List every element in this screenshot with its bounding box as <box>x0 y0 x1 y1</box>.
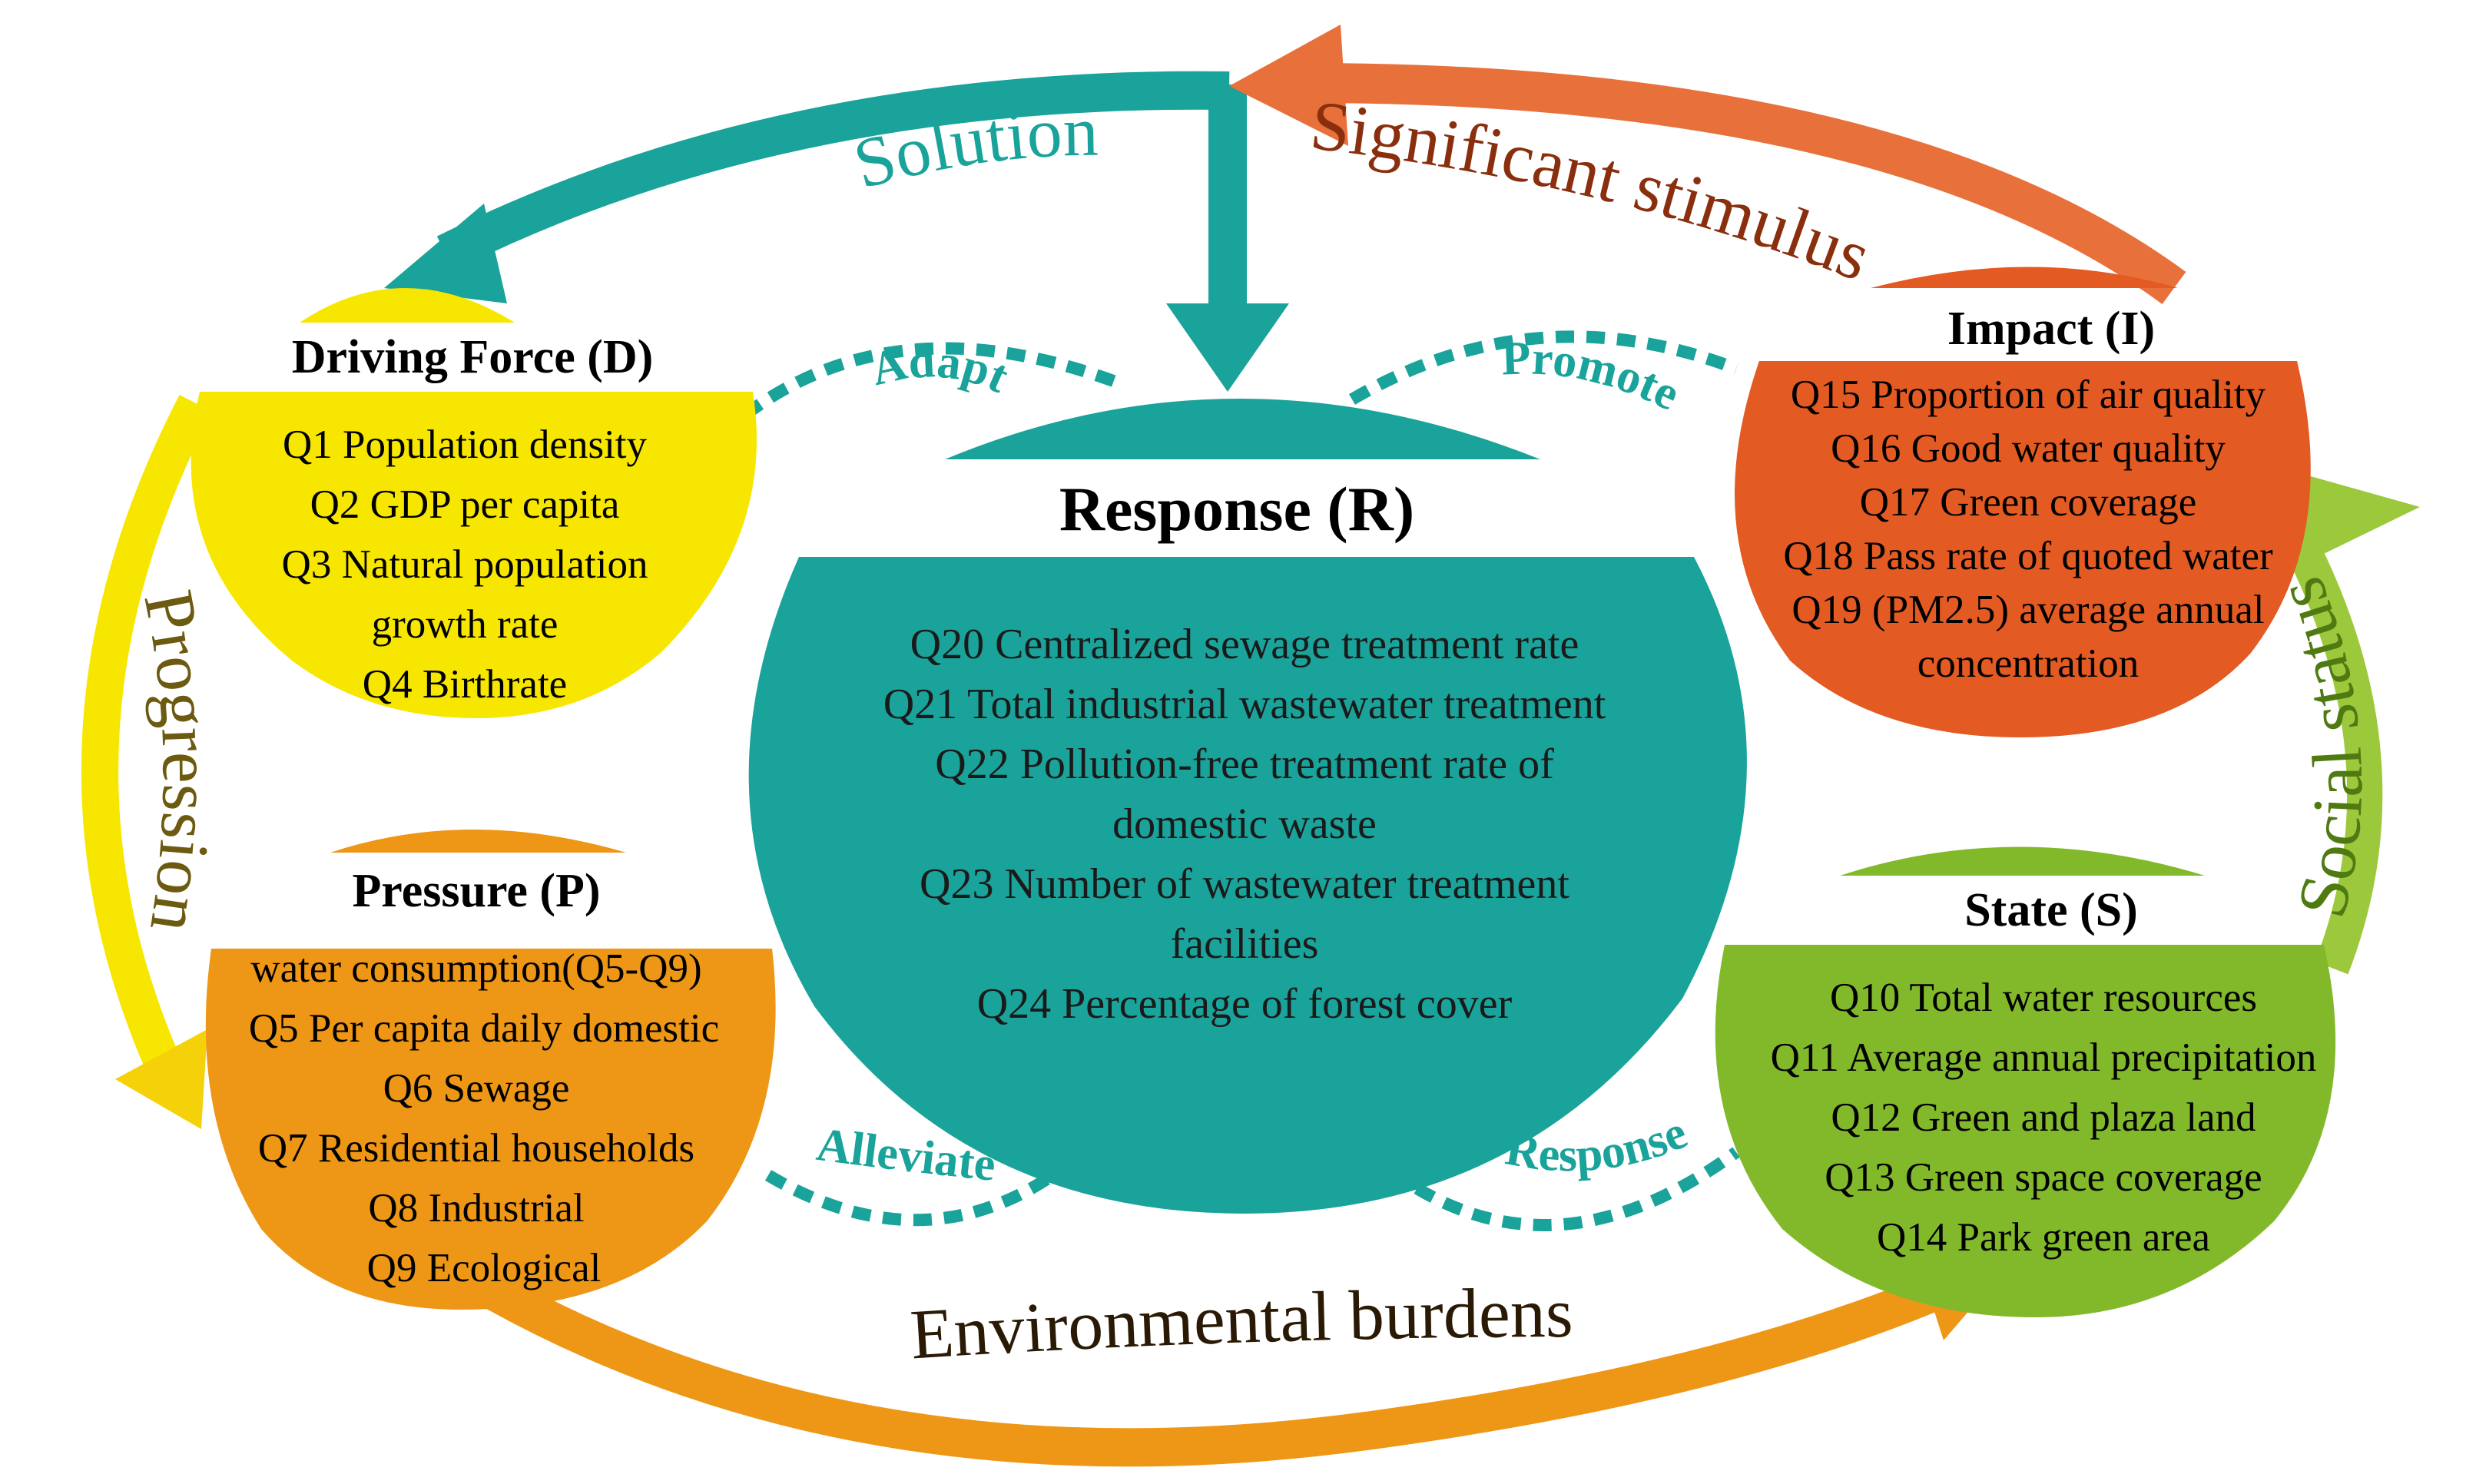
response-connector <box>1363 1147 1740 1231</box>
state-title: State (S) <box>1964 884 2138 936</box>
pressure-node: Pressure (P) water consumption(Q5-Q9) Q5… <box>205 830 776 1310</box>
driving-force-node: Driving Force (D) Q1 Population density … <box>191 288 757 718</box>
response-node: Response (R) Q20 Centralized sewage trea… <box>748 399 1747 1214</box>
significant-stimulus-arrow <box>1229 25 2186 304</box>
pressure-item: Q8 Industrial <box>368 1186 584 1231</box>
impact-item: Q16 Good water quality <box>1831 426 2226 471</box>
driving-force-item: growth rate <box>372 602 558 647</box>
response-item: facilities <box>1171 920 1319 968</box>
progression-arrow <box>81 394 213 1129</box>
pressure-item: Q5 Per capita daily domestic <box>249 1006 719 1051</box>
response-title: Response (R) <box>1059 474 1414 544</box>
state-item: Q13 Green space coverage <box>1825 1155 2262 1200</box>
driving-force-item: Q1 Population density <box>283 422 648 467</box>
impact-body <box>1735 361 2311 737</box>
state-body <box>1715 945 2336 1317</box>
impact-node: Impact (I) Q15 Proportion of air quality… <box>1735 267 2311 737</box>
impact-item: Q19 (PM2.5) average annual <box>1791 588 2264 632</box>
response-body <box>748 557 1747 1214</box>
social-status-label: Social status <box>2260 568 2377 925</box>
pressure-cap <box>330 830 626 853</box>
driving-force-item: Q2 GDP per capita <box>310 482 620 527</box>
adapt-connector <box>741 342 1124 420</box>
alleviate-connector <box>764 1147 1088 1227</box>
state-item: Q12 Green and plaza land <box>1831 1095 2256 1140</box>
impact-title: Impact (I) <box>1947 303 2155 355</box>
state-item: Q10 Total water resources <box>1830 976 2257 1020</box>
driving-force-title: Driving Force (D) <box>292 331 654 383</box>
impact-item: Q18 Pass rate of quoted water <box>1783 534 2273 578</box>
impact-cap <box>1871 267 2178 288</box>
impact-item: Q17 Green coverage <box>1860 480 2197 525</box>
response-item: Q20 Centralized sewage treatment rate <box>910 621 1579 668</box>
response-item: Q24 Percentage of forest cover <box>977 980 1513 1028</box>
response-item: Q23 Number of wastewater treatment <box>920 860 1569 908</box>
pressure-item: Q9 Ecological <box>367 1246 602 1290</box>
response-item: Q22 Pollution-free treatment rate of <box>935 740 1554 788</box>
progression-label: Progression <box>129 585 227 938</box>
response-item: domestic waste <box>1112 800 1377 848</box>
solution-arrow <box>384 71 1230 303</box>
state-item: Q14 Park green area <box>1877 1215 2210 1260</box>
driving-force-item: Q4 Birthrate <box>363 662 567 707</box>
state-node: State (S) Q10 Total water resources Q11 … <box>1715 846 2336 1317</box>
impact-item: Q15 Proportion of air quality <box>1791 373 2266 417</box>
pressure-title: Pressure (P) <box>352 865 600 917</box>
state-item: Q11 Average annual precipitation <box>1771 1035 2317 1080</box>
environmental-burdens-label: Environmental burdens <box>908 1274 1573 1373</box>
pressure-body <box>205 949 776 1310</box>
promote-connector <box>1348 330 1738 405</box>
driving-force-cap <box>300 288 515 323</box>
impact-item: concentration <box>1917 641 2139 686</box>
driving-force-body <box>191 392 757 718</box>
driving-force-item: Q3 Natural population <box>282 542 648 587</box>
response-cap <box>945 399 1540 459</box>
pressure-item: Q6 Sewage <box>383 1066 570 1111</box>
response-stem-arrow <box>1166 84 1289 392</box>
state-cap <box>1840 846 2205 876</box>
pressure-item: water consumption(Q5-Q9) <box>250 946 701 991</box>
pressure-item: Q7 Residential households <box>258 1126 694 1171</box>
response-item: Q21 Total industrial wastewater treatmen… <box>883 681 1606 728</box>
